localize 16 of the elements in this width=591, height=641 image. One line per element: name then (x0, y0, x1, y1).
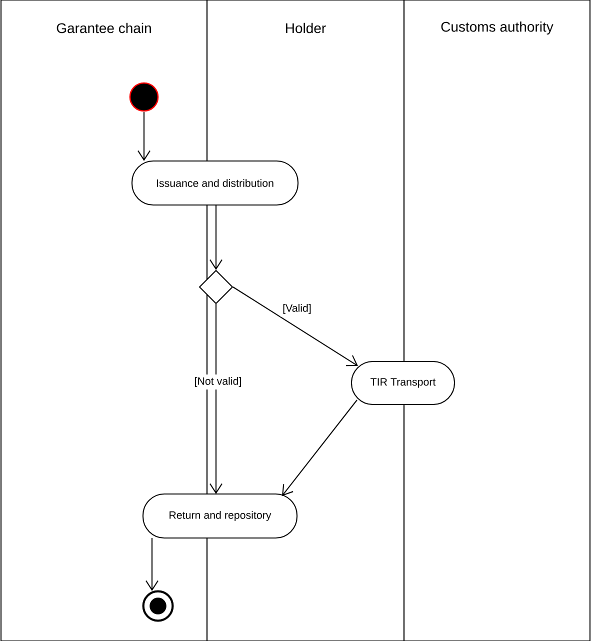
arrow (210, 205, 222, 270)
lane-heading: Holder (286, 22, 326, 34)
activity-box: Return and repository (142, 493, 298, 539)
lane-heading: Customs authority (441, 21, 554, 35)
arrow (138, 112, 150, 161)
edge-label: [Not valid] (192, 374, 244, 390)
activity-box: Issuance and distribution (131, 160, 299, 206)
arrow (232, 286, 358, 366)
activity-box: TIR Transport (350, 360, 456, 406)
arrow (146, 538, 158, 591)
arrow (210, 304, 222, 494)
start-node (129, 82, 159, 112)
arrow (282, 400, 358, 496)
lane-heading: Garantee chain (56, 22, 151, 34)
edge-label: [Valid] (280, 302, 314, 316)
end-node (142, 590, 174, 622)
